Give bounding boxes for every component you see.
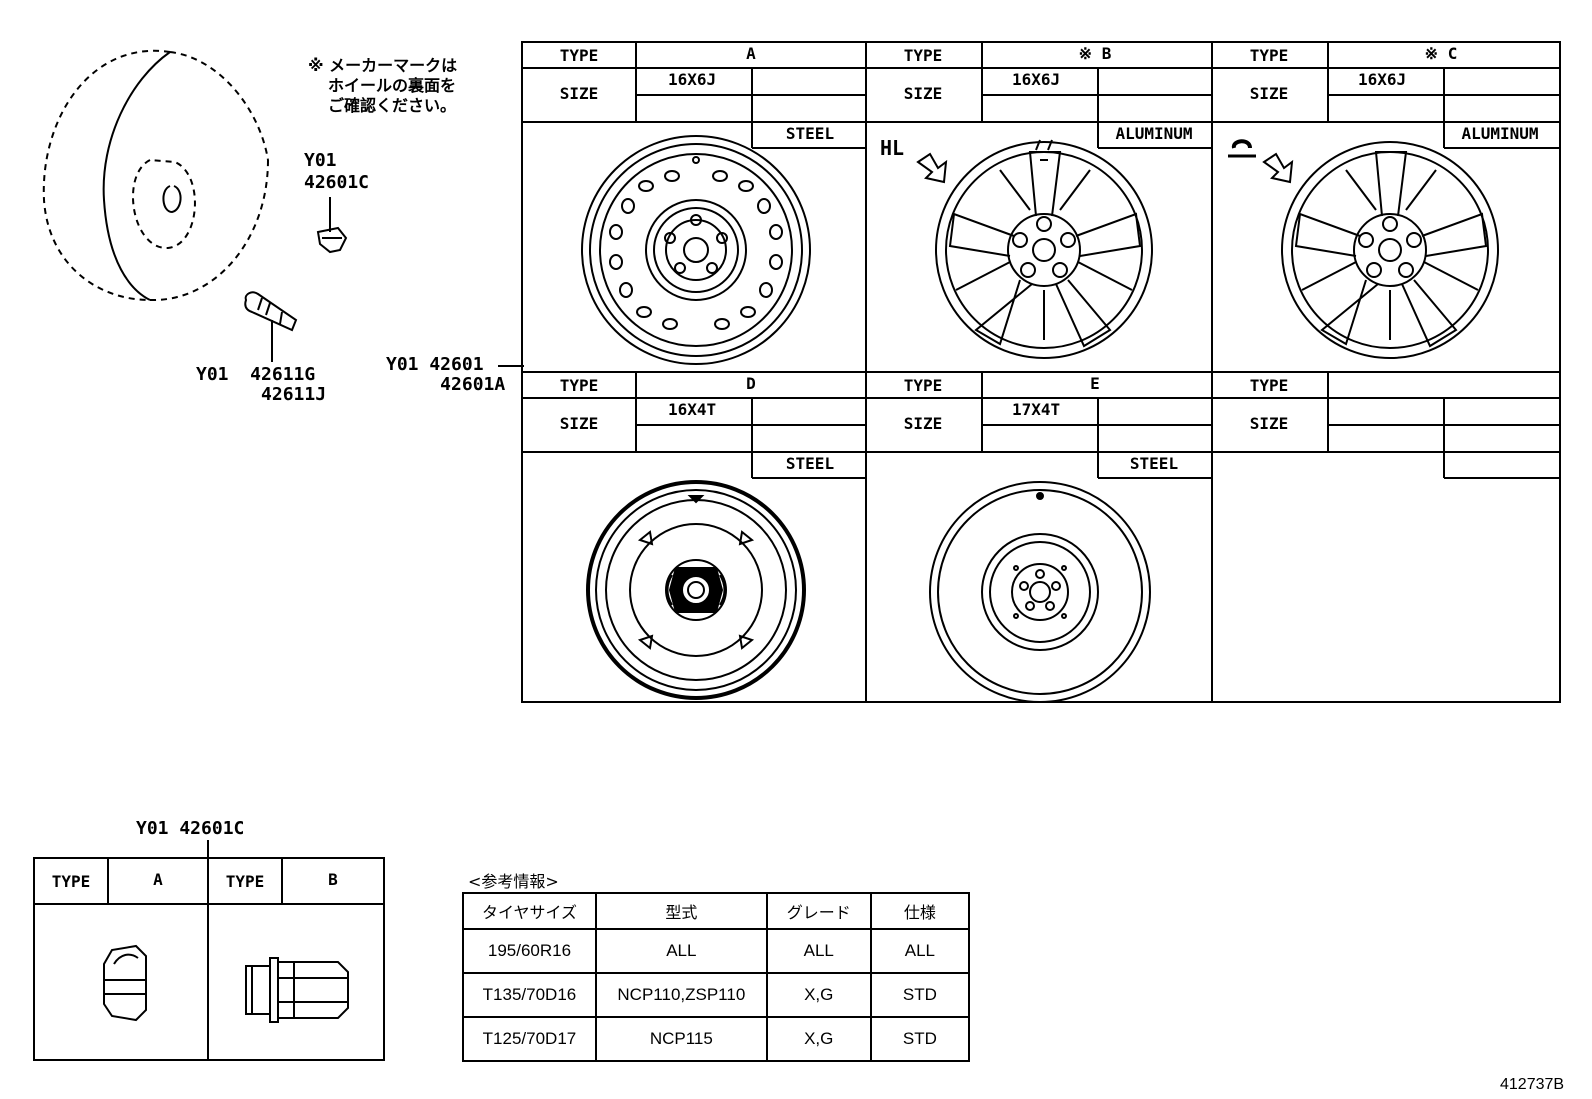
nut-type-b-value: B: [328, 870, 338, 889]
ref-cell: STD: [869, 1016, 971, 1062]
wheel-table-grid: [521, 41, 1561, 703]
note-line-1: メーカーマークは: [329, 56, 458, 75]
nut-type-a-value: A: [153, 870, 163, 889]
note-line-2: ホイールの裏面を: [328, 76, 457, 95]
figure-id: 412737B: [1500, 1076, 1565, 1093]
wheel-size-header: SIZE: [559, 414, 599, 433]
wheel-type-value: ※ C: [1424, 44, 1458, 63]
hl-marker-label: HL: [880, 136, 905, 160]
wheel-callout-2[interactable]: 42601A: [386, 374, 506, 395]
nut-table-title[interactable]: Y01 42601C: [136, 818, 245, 839]
table-row: 195/60R16 ALL ALL ALL: [462, 928, 971, 974]
ref-cell: 195/60R16: [462, 928, 597, 974]
maker-mark-note: ※ メーカーマークは ホイールの裏面を ご確認ください。: [308, 56, 457, 116]
ref-cell: X,G: [765, 972, 872, 1018]
ref-cell: ALL: [869, 928, 971, 974]
wheel-size-value: 17X4T: [1012, 400, 1061, 419]
wheel-size-value: 16X6J: [1012, 70, 1061, 89]
wheel-size-header: SIZE: [559, 84, 599, 103]
wheel-c-drawing: [1281, 141, 1499, 359]
wheel-material: STEEL: [785, 124, 835, 143]
wheel-a-drawing: [581, 135, 811, 365]
wheel-size-value: 16X4T: [668, 400, 717, 419]
wheel-type-header: TYPE: [559, 376, 599, 395]
wheel-material: ALUMINUM: [1461, 124, 1539, 143]
ref-col-model: 型式: [594, 892, 768, 930]
nut-type-a-header: TYPE: [51, 872, 91, 891]
hl-arrow-icon: [916, 152, 948, 184]
valve-callout-1[interactable]: Y01 42611G: [196, 364, 316, 385]
valve-cap-callout-2[interactable]: 42601C: [304, 172, 370, 193]
q-arrow-icon: [1262, 152, 1294, 184]
wheel-type-value: ※ B: [1078, 44, 1112, 63]
note-mark: ※: [308, 56, 324, 75]
wheel-type-header: TYPE: [903, 46, 943, 65]
wheel-size-header: SIZE: [903, 414, 943, 433]
ref-cell: T135/70D16: [462, 972, 597, 1018]
note-line-3: ご確認ください。: [328, 96, 457, 115]
ref-cell: ALL: [594, 928, 768, 974]
wheel-type-header: TYPE: [559, 46, 599, 65]
wheel-type-header: TYPE: [1249, 46, 1289, 65]
valve-cap-drawing: [316, 197, 348, 254]
wheel-size-header: SIZE: [1249, 414, 1289, 433]
ref-cell: STD: [869, 972, 971, 1018]
ref-cell: NCP110,ZSP110: [594, 972, 768, 1018]
wheel-size-value: 16X6J: [668, 70, 717, 89]
wheel-material: ALUMINUM: [1115, 124, 1193, 143]
ref-cell: T125/70D17: [462, 1016, 597, 1062]
wheel-b-drawing: [935, 139, 1153, 359]
ref-col-tire-size: タイヤサイズ: [462, 892, 597, 930]
nut-table-grid: [33, 840, 385, 1061]
wheel-size-header: SIZE: [1249, 84, 1289, 103]
table-row: T135/70D16 NCP110,ZSP110 X,G STD: [462, 972, 971, 1018]
wheel-size-value: 16X6J: [1358, 70, 1407, 89]
wheel-d-drawing: [586, 480, 806, 700]
ref-col-grade: グレード: [765, 892, 872, 930]
wheel-size-header: SIZE: [903, 84, 943, 103]
wheel-e-drawing: [929, 481, 1151, 703]
wheel-type-value: D: [746, 374, 756, 393]
wheel-sketch: [42, 49, 269, 302]
ref-cell: NCP115: [594, 1016, 768, 1062]
nut-type-b-header: TYPE: [225, 872, 265, 891]
nut-b-drawing: [245, 957, 349, 1023]
table-row: T125/70D17 NCP115 X,G STD: [462, 1016, 971, 1062]
wheel-material: STEEL: [785, 454, 835, 473]
ref-cell: ALL: [765, 928, 872, 974]
valve-cap-callout-1[interactable]: Y01: [304, 150, 337, 171]
wheel-type-value: A: [746, 44, 756, 63]
nut-a-drawing: [103, 944, 147, 1022]
ref-cell: X,G: [765, 1016, 872, 1062]
wheel-callout-1[interactable]: Y01 42601: [386, 354, 484, 375]
wheel-type-header: TYPE: [903, 376, 943, 395]
valve-stem-drawing: [244, 291, 298, 362]
wheel-type-value: E: [1090, 374, 1100, 393]
reference-title: <参考情報>: [468, 872, 559, 891]
reference-table: タイヤサイズ 型式 グレード 仕様 195/60R16 ALL ALL ALL …: [462, 892, 971, 1062]
valve-callout-2[interactable]: 42611J: [196, 384, 327, 405]
ref-col-spec: 仕様: [869, 892, 971, 930]
wheel-type-header: TYPE: [1249, 376, 1289, 395]
wheel-material: STEEL: [1129, 454, 1179, 473]
q-symbol-icon: [1228, 139, 1256, 158]
